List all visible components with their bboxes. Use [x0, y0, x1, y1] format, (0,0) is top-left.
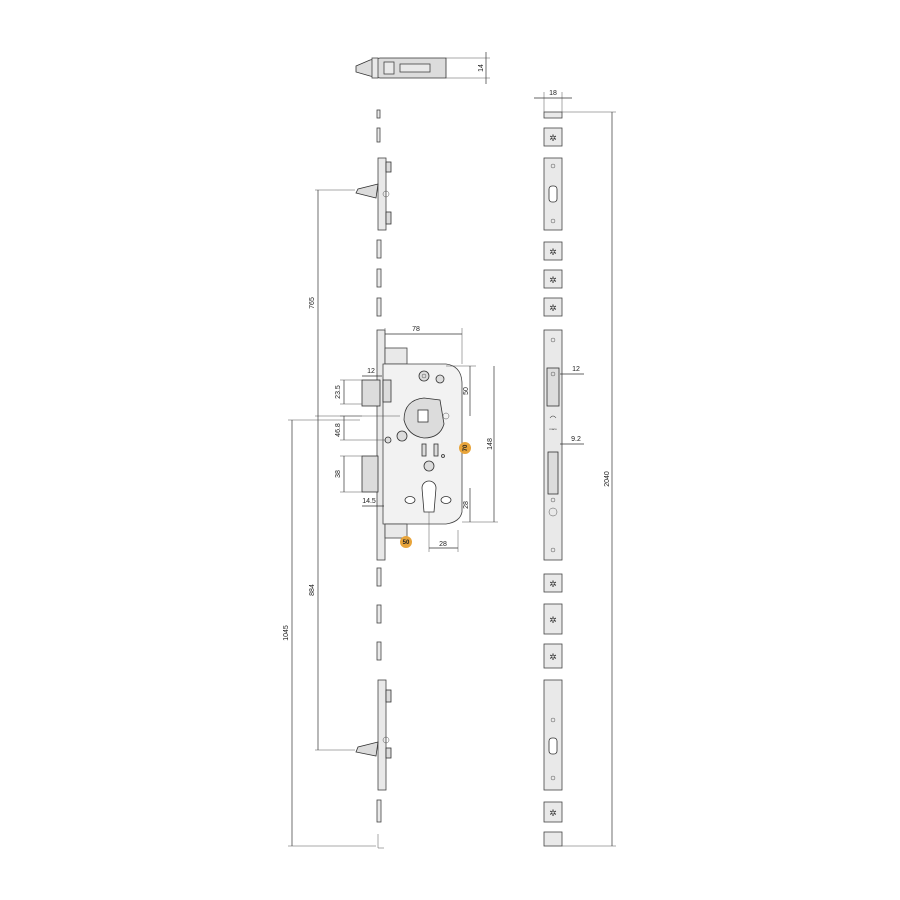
dim-backset-offset: 14.5	[362, 498, 376, 505]
svg-text:✲: ✲	[549, 275, 557, 285]
dim-deadbolt-height: 38	[335, 470, 342, 478]
dim-cylinder-lower: 28	[463, 501, 470, 509]
dim-overall-height: 2040	[604, 471, 611, 487]
backset-badge-small: 50	[400, 536, 412, 548]
dim-faceplate-offset-upper: 12	[572, 366, 580, 373]
svg-text:✲: ✲	[549, 615, 557, 625]
dim-faceplate-offset-lower: 9.2	[571, 436, 581, 443]
dim-top-thickness: 14	[478, 64, 485, 72]
svg-text:✲: ✲	[549, 303, 557, 313]
dimension-lines-right: 18 2040 12 9.2	[534, 90, 616, 847]
dim-case-width: 78	[412, 326, 420, 333]
backset-small-label: 50	[403, 540, 410, 546]
dim-faceplate-width: 18	[549, 90, 557, 97]
faceplate-front-view: ✲ ✲ ✲ ✲ maco ✲ ✲ ✲ ✲	[543, 111, 563, 847]
svg-text:✲: ✲	[549, 652, 557, 662]
side-view-strip	[355, 109, 392, 849]
dim-latch-to-spindle: 46.8	[335, 423, 342, 437]
dim-spindle-top: 50	[463, 387, 470, 395]
svg-text:✲: ✲	[549, 247, 557, 257]
svg-text:✲: ✲	[549, 579, 557, 589]
backset-badge-large: 70	[459, 442, 471, 454]
dim-lower-hook-distance: 884	[309, 584, 316, 596]
dim-cylinder-offset-bottom: 28	[439, 541, 447, 548]
dim-lower-end-distance: 1045	[283, 625, 290, 641]
brand-mark: maco	[549, 427, 557, 431]
dim-case-height: 148	[487, 438, 494, 450]
top-view: 14	[355, 52, 490, 84]
svg-text:✲: ✲	[549, 133, 557, 143]
dim-upper-hook-distance: 765	[309, 297, 316, 309]
dimension-lines-left: 765 884 1045 78 12 23.5 46.8 38 1	[283, 189, 498, 847]
svg-text:✲: ✲	[549, 808, 557, 818]
dim-latch-height: 23.5	[335, 385, 342, 399]
backset-large-label: 70	[463, 444, 469, 451]
lock-case	[361, 347, 463, 539]
dim-spindle-offset: 12	[367, 368, 375, 375]
